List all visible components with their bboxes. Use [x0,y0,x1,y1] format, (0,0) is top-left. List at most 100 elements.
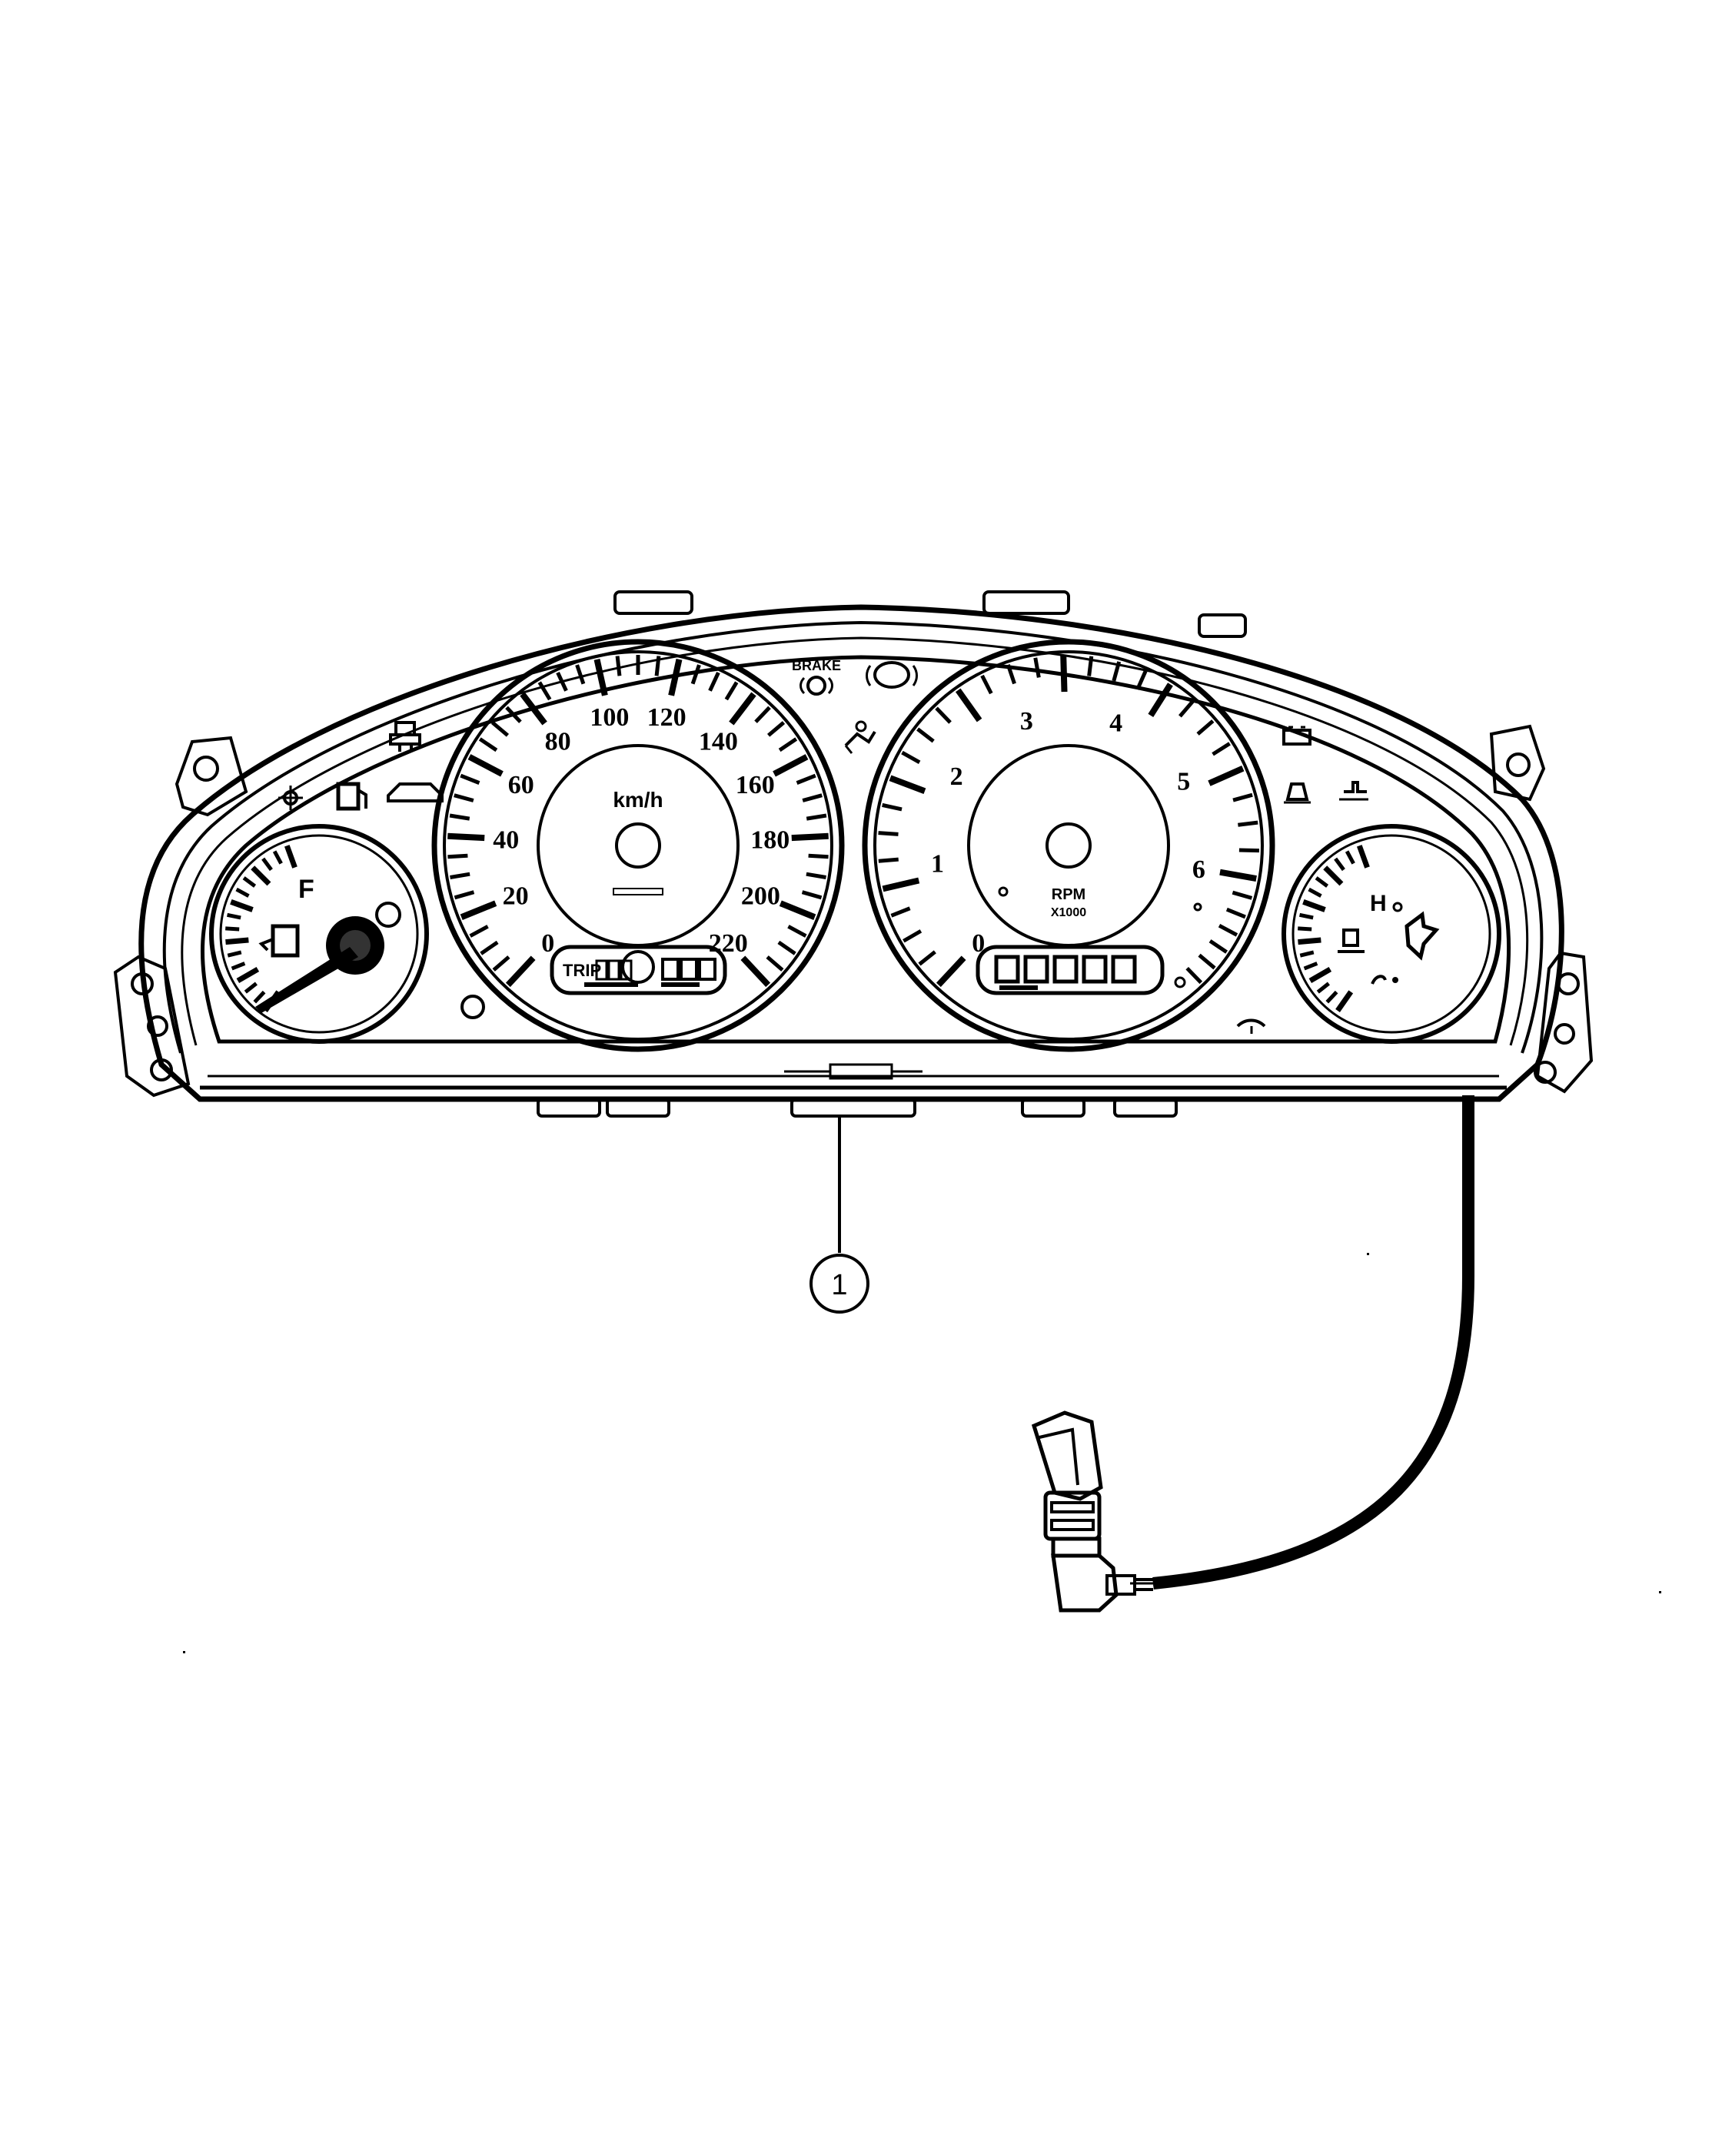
tachometer-redline-tick [1198,953,1216,970]
tachometer-pivot [1046,822,1092,869]
trip-digit-cell [620,959,633,981]
fuel-gauge-tick [253,990,266,1004]
stray-marks [183,1253,1661,1653]
speedometer-tick [777,940,796,955]
tachometer-redline-tick [1208,939,1228,954]
brake-warning-label: BRAKE [792,658,841,673]
fuel-gauge: F [209,824,429,1044]
speedometer-tick [802,793,823,802]
tachometer-tick [1208,766,1245,786]
speedometer-label: 100 [590,703,629,732]
speedometer-tick [773,754,809,777]
speedometer-tick [801,890,823,900]
temp-gauge-tick [1298,937,1321,945]
speedometer-tick [766,721,786,737]
temp-gauge-tick [1335,990,1354,1012]
speedometer-tick [796,773,816,785]
speedometer-tick [766,955,784,972]
temp-gauge-tick [1356,845,1370,869]
speedometer-tick [593,658,608,696]
fuel-pump-warning-icon [336,782,367,811]
speedometer-tick [480,940,499,955]
speedometer-tick [467,754,504,777]
speedometer-tick [454,793,474,802]
speedometer-tick [454,890,475,900]
gear-indicator-cell [994,955,1020,984]
speedometer-label: 160 [736,771,775,799]
temp-needle-tip [1405,911,1440,961]
speedometer-tick [806,813,827,821]
fuel-pump-icon [258,924,300,958]
temp-gauge-tick [1299,912,1314,920]
speedometer-label: 200 [741,882,780,911]
speedometer-label: 20 [503,882,529,911]
check-engine-icon [1284,782,1311,804]
odometer-digit-cell [680,958,698,981]
speedometer-tick [791,832,829,842]
fuel-gauge-tick [225,937,249,945]
fuel-gauge-tick [230,899,254,912]
speedometer-tick [808,853,829,859]
fuel-gauge-tick [261,857,273,872]
high-beam-icon [278,786,303,810]
tachometer-tick [1212,742,1231,756]
cruise-icon [1236,1018,1266,1034]
speedometer-tick [469,925,489,938]
tachometer-tick [1219,869,1257,882]
tachometer-tick [1196,719,1215,736]
temp-high-label: H [1370,891,1387,916]
fuel-gauge-tick [231,962,246,971]
temp-gauge-tick [1345,850,1355,865]
tachometer-tick [1033,657,1041,678]
speedometer-tick [779,900,816,920]
temperature-icon [1338,929,1365,953]
gear-indicator-cell [1111,955,1137,984]
left-upper-mount-tab [175,736,248,817]
tachometer-redline-tick [1185,966,1203,985]
open-door-icon [387,782,444,802]
trip-digit-cell [607,959,620,981]
tachometer-tick [980,674,993,695]
speedometer-label: 220 [709,929,748,958]
temp-gauge-tick [1325,990,1338,1004]
speedometer-tick [450,872,470,879]
speedometer-label: 120 [647,703,686,732]
speedometer-pivot [615,822,661,869]
tachometer-tick [1112,661,1122,682]
gear-indicator-cell [1082,955,1108,984]
speedometer-tick [654,656,661,676]
temp-gauge-tick [1299,950,1315,958]
tachometer-tick [878,857,899,863]
speedometer-tick [787,925,807,938]
speedometer-tick [490,721,510,737]
temperature-gauge: H [1282,824,1501,1044]
speedometer-unit: km/h [613,788,663,812]
fuel-gauge-tick [284,845,298,869]
speedometer-tick [615,656,622,676]
fuel-needle [255,947,358,1013]
tachometer-label: 3 [1020,707,1033,736]
rpm-label: RPM [1052,886,1085,903]
tachometer-tick [935,706,952,724]
speedometer-tick [575,664,586,685]
speedometer-label: 180 [750,826,790,855]
tachometer-label: 5 [1177,767,1190,796]
fuel-gauge-tick [235,887,250,898]
connector [1031,1410,1153,1613]
speedometer-tick [449,813,470,821]
speedometer-tick [537,681,552,701]
temp-gauge-tick [1302,899,1326,912]
temp-gauge-tick [1303,962,1318,971]
tachometer-tick [955,688,982,723]
temp-gauge-tick [1308,887,1322,898]
battery-icon [1282,726,1311,746]
speedometer-center-face [537,744,740,947]
temp-gauge-tick [1308,966,1332,984]
abs-icon [866,661,918,689]
speedometer-tick [447,832,485,842]
right-lower-mount-tab [1535,951,1594,1094]
tachometer-tick [1178,699,1195,718]
